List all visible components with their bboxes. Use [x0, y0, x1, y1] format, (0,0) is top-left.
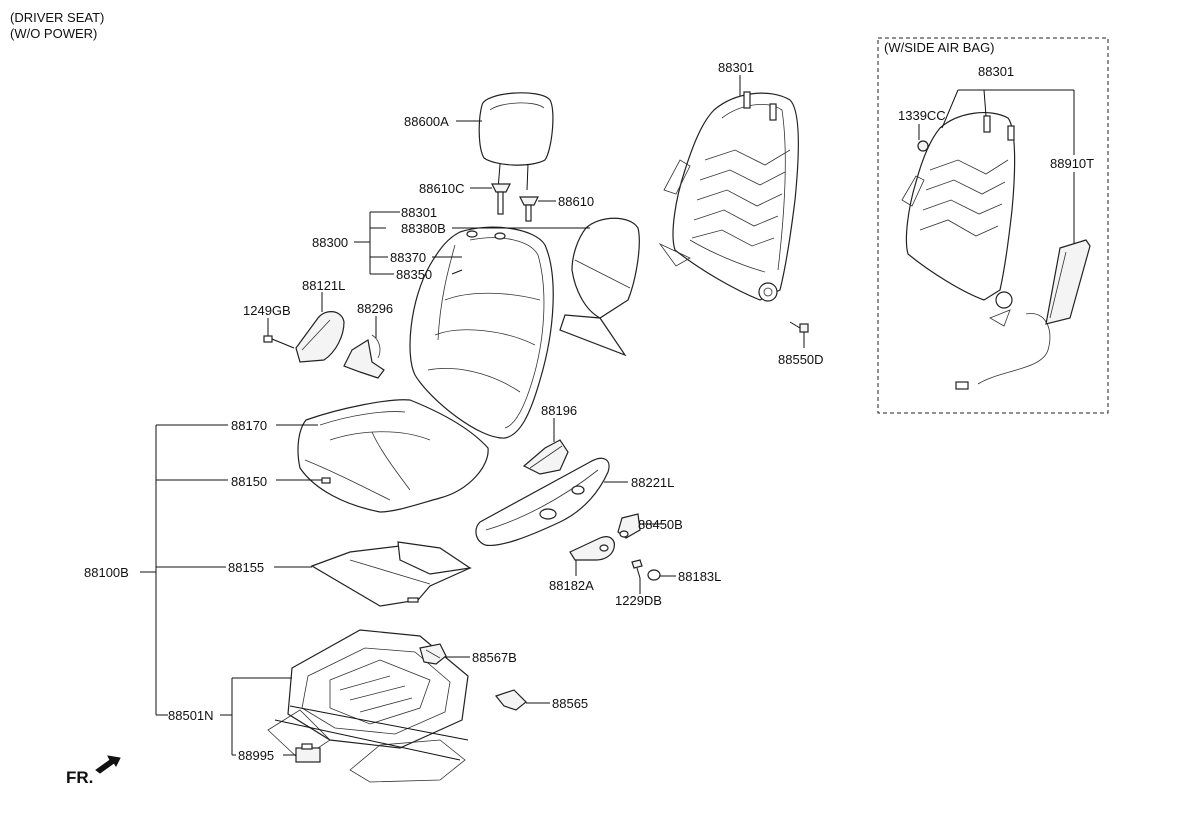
cap-88183L	[647, 569, 661, 581]
label-88610: 88610	[558, 194, 594, 209]
label-88301-frame: 88301	[718, 60, 754, 75]
part-88121L	[295, 311, 345, 363]
bolt-88550D	[789, 321, 809, 333]
module-88995	[295, 743, 321, 763]
label-88501N: 88501N	[168, 708, 214, 723]
seat-back-drawing	[409, 226, 554, 439]
side-airbag-module-88910T	[955, 239, 1091, 390]
label-88450B: 88450B	[638, 517, 683, 532]
label-88183L: 88183L	[678, 569, 721, 584]
label-1339CC: 1339CC	[898, 108, 946, 123]
label-88380B: 88380B	[401, 221, 446, 236]
label-88995: 88995	[238, 748, 274, 763]
label-88301-trim: 88301	[401, 205, 437, 220]
label-88350: 88350	[396, 267, 432, 282]
label-88300: 88300	[312, 235, 348, 250]
label-88600A: 88600A	[404, 114, 449, 129]
label-88565: 88565	[552, 696, 588, 711]
header-wo-power: (W/O POWER)	[10, 26, 97, 41]
label-88150: 88150	[231, 474, 267, 489]
screw-1229DB	[631, 559, 643, 579]
label-88567B: 88567B	[472, 650, 517, 665]
seat-back-frame-88301	[658, 91, 799, 302]
label-88221L: 88221L	[631, 475, 674, 490]
seat-back-cover-drawing	[559, 217, 640, 357]
bracket-88567B	[419, 643, 447, 665]
headrest-drawing	[478, 92, 554, 191]
heater-pad-88155	[310, 541, 472, 607]
inset-title: (W/SIDE AIR BAG)	[884, 40, 995, 55]
seat-cushion-drawing	[297, 399, 489, 513]
inset-box	[877, 37, 1109, 414]
headrest-guide-88610	[519, 196, 539, 222]
label-88100B: 88100B	[84, 565, 129, 580]
side-shield-88221L	[475, 457, 610, 547]
label-88610C: 88610C	[419, 181, 465, 196]
part-88196	[522, 439, 569, 475]
label-88910T: 88910T	[1050, 156, 1094, 171]
front-arrow-icon	[95, 755, 121, 774]
nut-1339CC	[917, 140, 929, 152]
screw-1249GB	[263, 335, 295, 349]
header-driver-seat: (DRIVER SEAT)	[10, 10, 104, 25]
switch-knob-88450B	[617, 513, 641, 539]
lever-88182A	[569, 536, 615, 561]
label-88196: 88196	[541, 403, 577, 418]
label-88155: 88155	[228, 560, 264, 575]
inset-seat-back-frame	[901, 111, 1016, 327]
label-88301-inset: 88301	[978, 64, 1014, 79]
front-marker-label: FR.	[66, 768, 93, 787]
label-1229DB: 1229DB	[615, 593, 662, 608]
label-88296: 88296	[357, 301, 393, 316]
label-88370: 88370	[390, 250, 426, 265]
label-88182A: 88182A	[549, 578, 594, 593]
label-88121L: 88121L	[302, 278, 345, 293]
part-88296	[343, 334, 385, 379]
bracket-88565	[494, 689, 527, 711]
label-88550D: 88550D	[778, 352, 824, 367]
label-1249GB: 1249GB	[243, 303, 291, 318]
label-88170: 88170	[231, 418, 267, 433]
headrest-guide-88610C	[491, 183, 511, 215]
